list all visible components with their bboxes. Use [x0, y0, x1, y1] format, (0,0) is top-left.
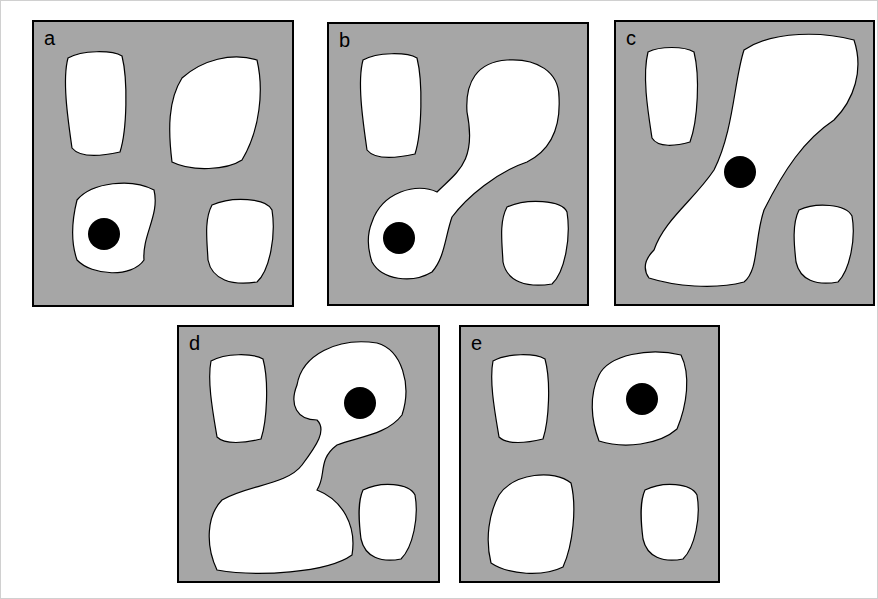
panel-e-art: [459, 325, 720, 583]
sample-panel: d: [177, 325, 440, 583]
sample-panel: c: [614, 20, 875, 306]
panel-letter: d: [189, 333, 200, 353]
panel-letter: b: [339, 30, 350, 50]
sample-panel: a: [32, 20, 294, 307]
panel-d-art: [177, 325, 440, 583]
panel-a-art: [32, 20, 294, 307]
panel-letter: a: [44, 28, 55, 48]
panel-b-art: [327, 22, 589, 306]
sample-panel: b: [327, 22, 589, 306]
panel-c-art: [614, 20, 875, 306]
panel-letter: e: [471, 333, 482, 353]
sample-panel: e: [459, 325, 720, 583]
panel-letter: c: [626, 28, 636, 48]
